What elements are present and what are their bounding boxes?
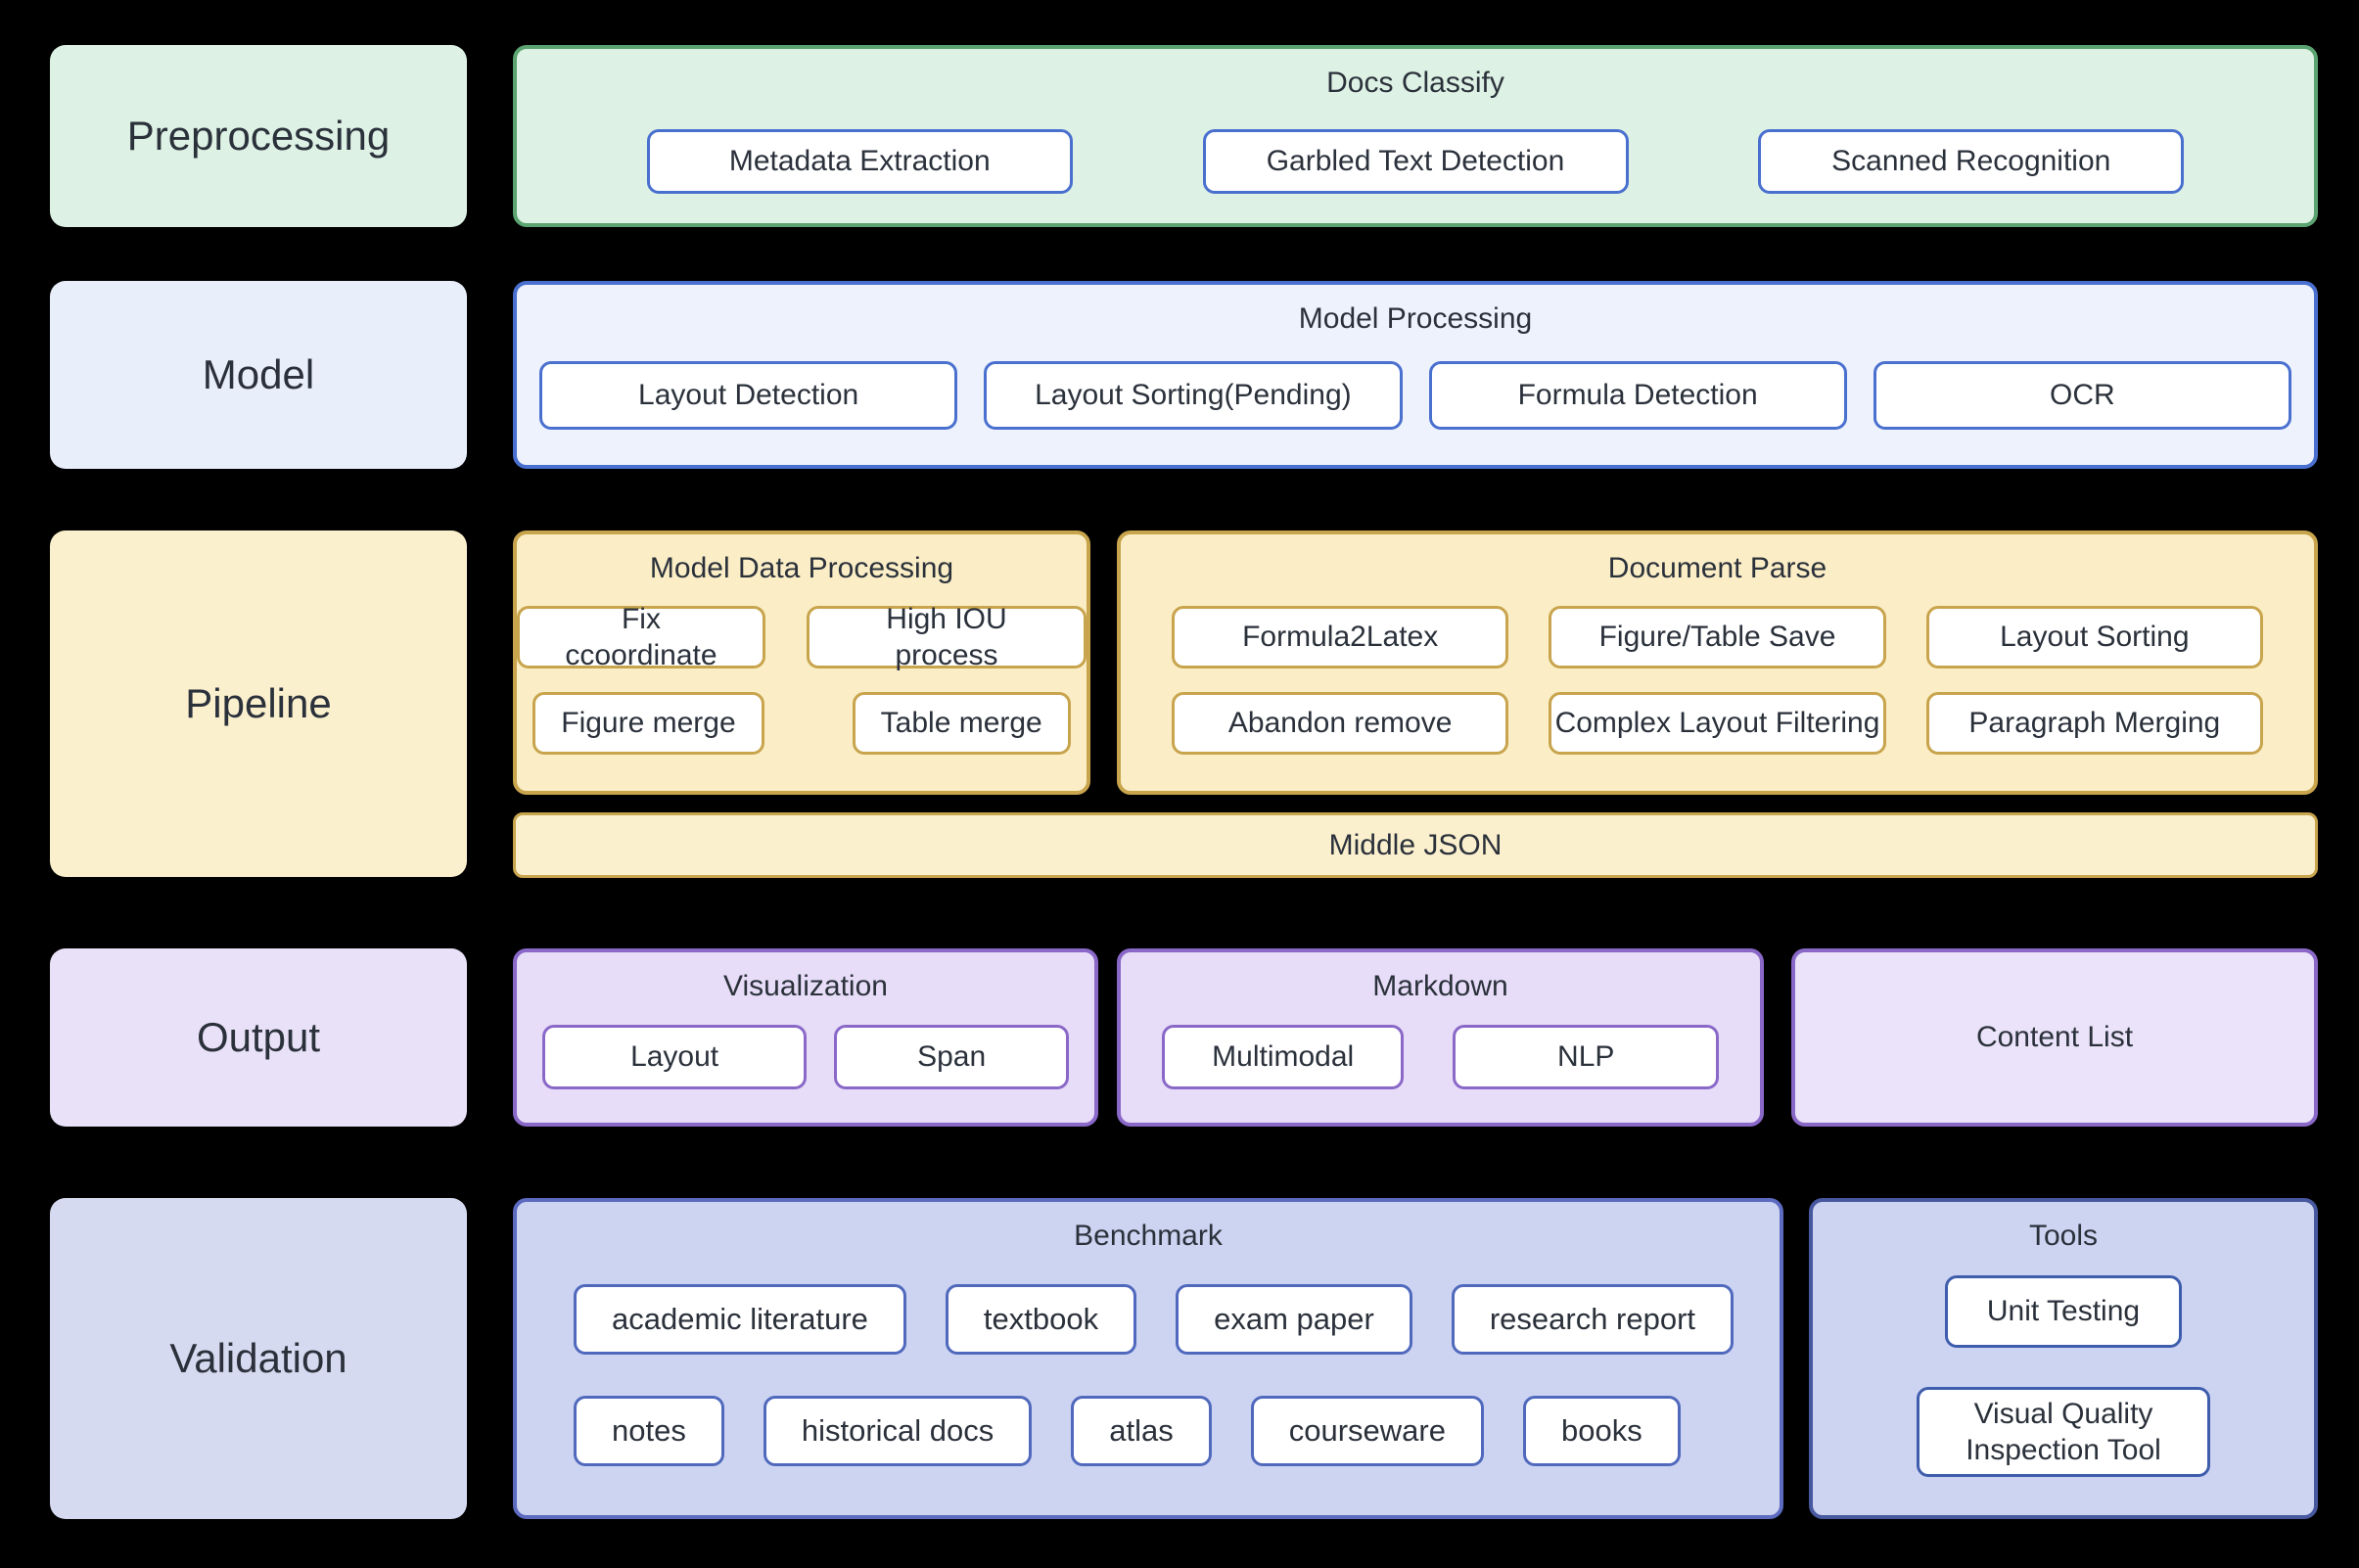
node-multimodal: Multimodal: [1162, 1025, 1405, 1089]
node-academic-literature: academic literature: [574, 1284, 906, 1355]
node-scanned-recognition: Scanned Recognition: [1758, 129, 2185, 194]
node-atlas: atlas: [1071, 1396, 1212, 1466]
row-label-validation: Validation: [50, 1198, 467, 1519]
group-title-markdown: Markdown: [1372, 970, 1508, 1002]
row-label-pipeline: Pipeline: [50, 530, 467, 877]
node-abandon-remove: Abandon remove: [1172, 692, 1509, 755]
node-formula-detection: Formula Detection: [1428, 361, 1847, 430]
docs-classify-nodes: Metadata Extraction Garbled Text Detecti…: [517, 100, 2314, 223]
markdown-nodes: Multimodal NLP: [1121, 1003, 1760, 1123]
group-title-tools: Tools: [2028, 1220, 2099, 1252]
node-fix-ccoordinate: Fix ccoordinate: [517, 603, 765, 671]
group-title-document-parse: Document Parse: [1607, 552, 1827, 584]
group-title-visualization: Visualization: [723, 970, 888, 1002]
node-exam-paper: exam paper: [1176, 1284, 1412, 1355]
group-benchmark: Benchmark academic literature textbook e…: [513, 1198, 1783, 1519]
document-parse-nodes: Formula2Latex Figure/Table Save Layout S…: [1121, 585, 2314, 791]
node-layout-detection: Layout Detection: [539, 361, 958, 430]
model-data-processing-nodes: Fix ccoordinate High IOU process Figure …: [517, 585, 1087, 791]
node-nlp: NLP: [1453, 1025, 1719, 1089]
node-research-report: research report: [1451, 1284, 1735, 1355]
node-high-iou-process: High IOU process: [806, 603, 1087, 671]
row-label-model: Model: [50, 281, 467, 469]
node-unit-testing: Unit Testing: [1944, 1275, 2183, 1348]
node-layout-sorting: Layout Sorting: [1925, 606, 2263, 669]
node-table-merge: Table merge: [852, 692, 1071, 755]
node-figure-table-save: Figure/Table Save: [1549, 606, 1886, 669]
node-books: books: [1523, 1396, 1681, 1466]
node-figure-merge: Figure merge: [532, 692, 764, 755]
node-metadata-extraction: Metadata Extraction: [646, 129, 1073, 194]
visualization-nodes: Layout Span: [517, 1003, 1094, 1123]
group-title-docs-classify: Docs Classify: [1326, 67, 1504, 99]
group-tools: Tools Unit Testing Visual Quality Inspec…: [1809, 1198, 2318, 1519]
node-courseware: courseware: [1250, 1396, 1484, 1466]
node-paragraph-merging: Paragraph Merging: [1925, 692, 2263, 755]
node-ocr: OCR: [1873, 361, 2291, 430]
node-complex-layout-filtering: Complex Layout Filtering: [1549, 692, 1886, 755]
row-label-preprocessing: Preprocessing: [50, 45, 467, 227]
node-span: Span: [834, 1025, 1069, 1089]
node-notes: notes: [574, 1396, 724, 1466]
group-model-processing: Model Processing Layout Detection Layout…: [513, 281, 2318, 469]
node-middle-json: Middle JSON: [513, 812, 2318, 878]
group-document-parse: Document Parse Formula2Latex Figure/Tabl…: [1117, 530, 2318, 795]
model-processing-nodes: Layout Detection Layout Sorting(Pending)…: [517, 336, 2314, 465]
node-layout: Layout: [542, 1025, 808, 1089]
node-formula2latex: Formula2Latex: [1172, 606, 1509, 669]
row-label-output: Output: [50, 948, 467, 1127]
node-visual-quality-inspection-tool: Visual Quality Inspection Tool: [1917, 1387, 2210, 1477]
tools-nodes: Unit Testing Visual Quality Inspection T…: [1813, 1253, 2314, 1515]
node-textbook: textbook: [945, 1284, 1137, 1355]
node-content-list: Content List: [1791, 948, 2318, 1127]
group-markdown: Markdown Multimodal NLP: [1117, 948, 1764, 1127]
group-docs-classify: Docs Classify Metadata Extraction Garble…: [513, 45, 2318, 227]
node-historical-docs: historical docs: [763, 1396, 1033, 1466]
group-model-data-processing: Model Data Processing Fix ccoordinate Hi…: [513, 530, 1090, 795]
group-title-benchmark: Benchmark: [1074, 1220, 1223, 1252]
node-layout-sorting-pending: Layout Sorting(Pending): [984, 361, 1403, 430]
group-title-model-processing: Model Processing: [1298, 302, 1533, 335]
node-garbled-text-detection: Garbled Text Detection: [1202, 129, 1629, 194]
group-title-model-data-processing: Model Data Processing: [649, 552, 954, 584]
benchmark-nodes: academic literature textbook exam paper …: [517, 1253, 1780, 1515]
group-visualization: Visualization Layout Span: [513, 948, 1098, 1127]
